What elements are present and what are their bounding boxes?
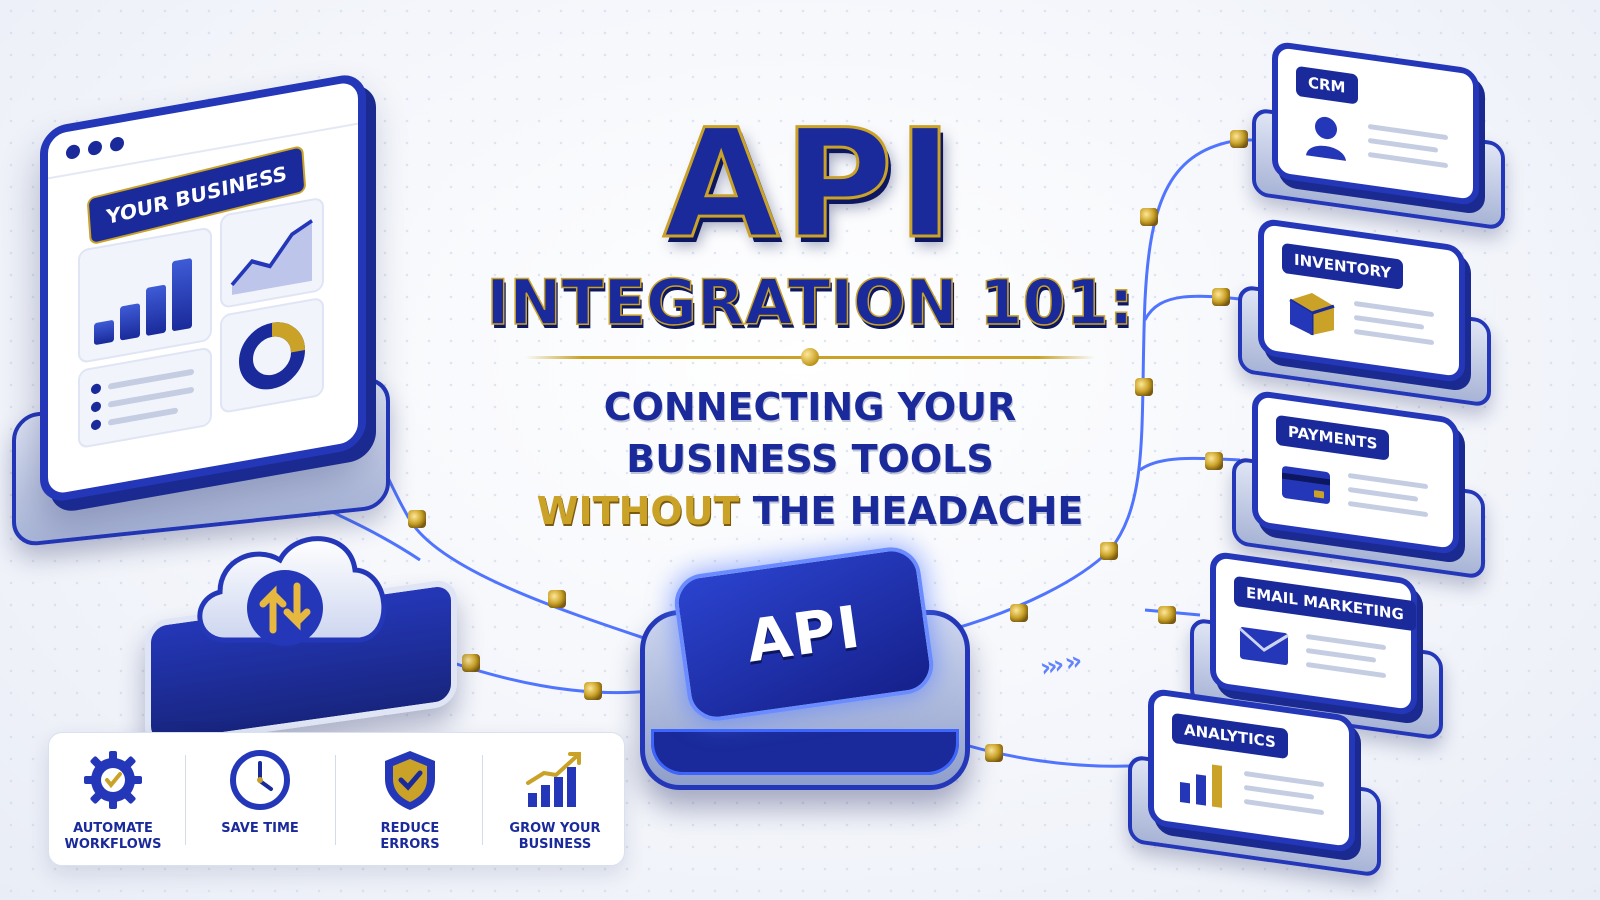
panel-bar: [120, 303, 140, 341]
subtitle-gold-word: WITHOUT: [536, 489, 740, 533]
shield-check-icon: [385, 751, 435, 810]
benefit-label: REDUCE ERRORS: [380, 821, 440, 852]
donut-chart-panel: [220, 296, 324, 415]
trend-line-icon: [230, 219, 313, 295]
subtitle-line-3-rest: THE HEADACHE: [739, 489, 1084, 533]
benefit-grow-your-business: GROW YOUR BUSINESS: [485, 747, 625, 853]
benefit-automate-workflows: AUTOMATE WORKFLOWS: [43, 747, 183, 853]
credit-card-icon: [1282, 466, 1330, 504]
divider-knob: [801, 348, 819, 366]
text-line: [1244, 784, 1314, 800]
donut-chart-icon: [239, 322, 305, 390]
benefit-divider: [335, 755, 336, 845]
text-line: [1368, 137, 1438, 153]
tool-label: ANALYTICS: [1172, 712, 1288, 760]
benefits-panel: AUTOMATE WORKFLOWS SAVE TIME REDUCE ERRO…: [48, 732, 625, 866]
title-block: API INTEGRATION 101: CONNECTING YOUR BUS…: [470, 98, 1150, 537]
text-line: [1306, 661, 1386, 679]
text-line: [1306, 633, 1386, 651]
window-dot-icon: [88, 139, 102, 157]
text-line: [1348, 472, 1428, 490]
list-panel: [78, 346, 212, 450]
text-line: [1244, 770, 1324, 788]
user-icon: [1306, 116, 1346, 161]
panel-bar: [172, 257, 192, 332]
business-screen: YOUR BUSINESS: [40, 71, 366, 505]
subtitle-line-1: CONNECTING YOUR: [603, 385, 1017, 429]
hub-glow-ring: [651, 729, 959, 775]
panel-bar: [94, 319, 114, 346]
title-divider: [525, 348, 1095, 366]
tool-label: CRM: [1296, 65, 1358, 105]
panel-bar: [146, 284, 166, 337]
list-lines-icon: [91, 369, 194, 430]
tool-label: INVENTORY: [1282, 242, 1404, 290]
clock-icon: [230, 750, 290, 810]
gear-check-icon: [84, 751, 142, 809]
bar-chart-panel: [78, 226, 212, 365]
text-line: [1368, 151, 1448, 169]
benefit-divider: [482, 755, 483, 845]
text-line: [1348, 500, 1428, 518]
bar-chart-icon: [1180, 764, 1222, 808]
box-icon: [1289, 293, 1335, 336]
benefit-label: AUTOMATE WORKFLOWS: [64, 821, 162, 852]
tool-card-face: CRM: [1272, 40, 1479, 207]
envelope-icon: [1239, 627, 1289, 666]
growth-chart-icon: [526, 752, 581, 807]
text-line: [1244, 798, 1324, 816]
cloud-sync-icon: [197, 536, 387, 646]
api-hub-label: API: [742, 592, 866, 676]
title-api: API: [662, 98, 957, 272]
benefit-label: GROW YOUR BUSINESS: [509, 821, 601, 852]
tool-card-face: PAYMENTS: [1252, 389, 1459, 556]
window-dot-icon: [110, 135, 124, 153]
line-chart-panel: [220, 196, 324, 310]
benefit-save-time: SAVE TIME: [190, 747, 330, 837]
benefit-label: SAVE TIME: [221, 821, 299, 836]
text-line: [1348, 486, 1418, 502]
tool-card-face: ANALYTICS: [1148, 687, 1355, 854]
subtitle-line-2: BUSINESS TOOLS: [626, 437, 994, 481]
text-line: [1354, 328, 1434, 346]
subtitle-line-3: WITHOUT THE HEADACHE: [470, 485, 1150, 537]
subtitle: CONNECTING YOUR BUSINESS TOOLS WITHOUT T…: [470, 381, 1150, 537]
benefit-reduce-errors: REDUCE ERRORS: [340, 747, 480, 853]
text-line: [1354, 314, 1424, 330]
text-line: [1354, 300, 1434, 318]
tool-card-face: EMAIL MARKETING: [1210, 550, 1417, 717]
text-line: [1306, 647, 1376, 663]
text-line: [1368, 123, 1448, 141]
tool-label: PAYMENTS: [1276, 414, 1390, 461]
title-integration: INTEGRATION 101:: [486, 266, 1135, 339]
benefit-divider: [185, 755, 186, 845]
tool-card-face: INVENTORY: [1258, 217, 1465, 384]
window-dot-icon: [66, 143, 80, 161]
